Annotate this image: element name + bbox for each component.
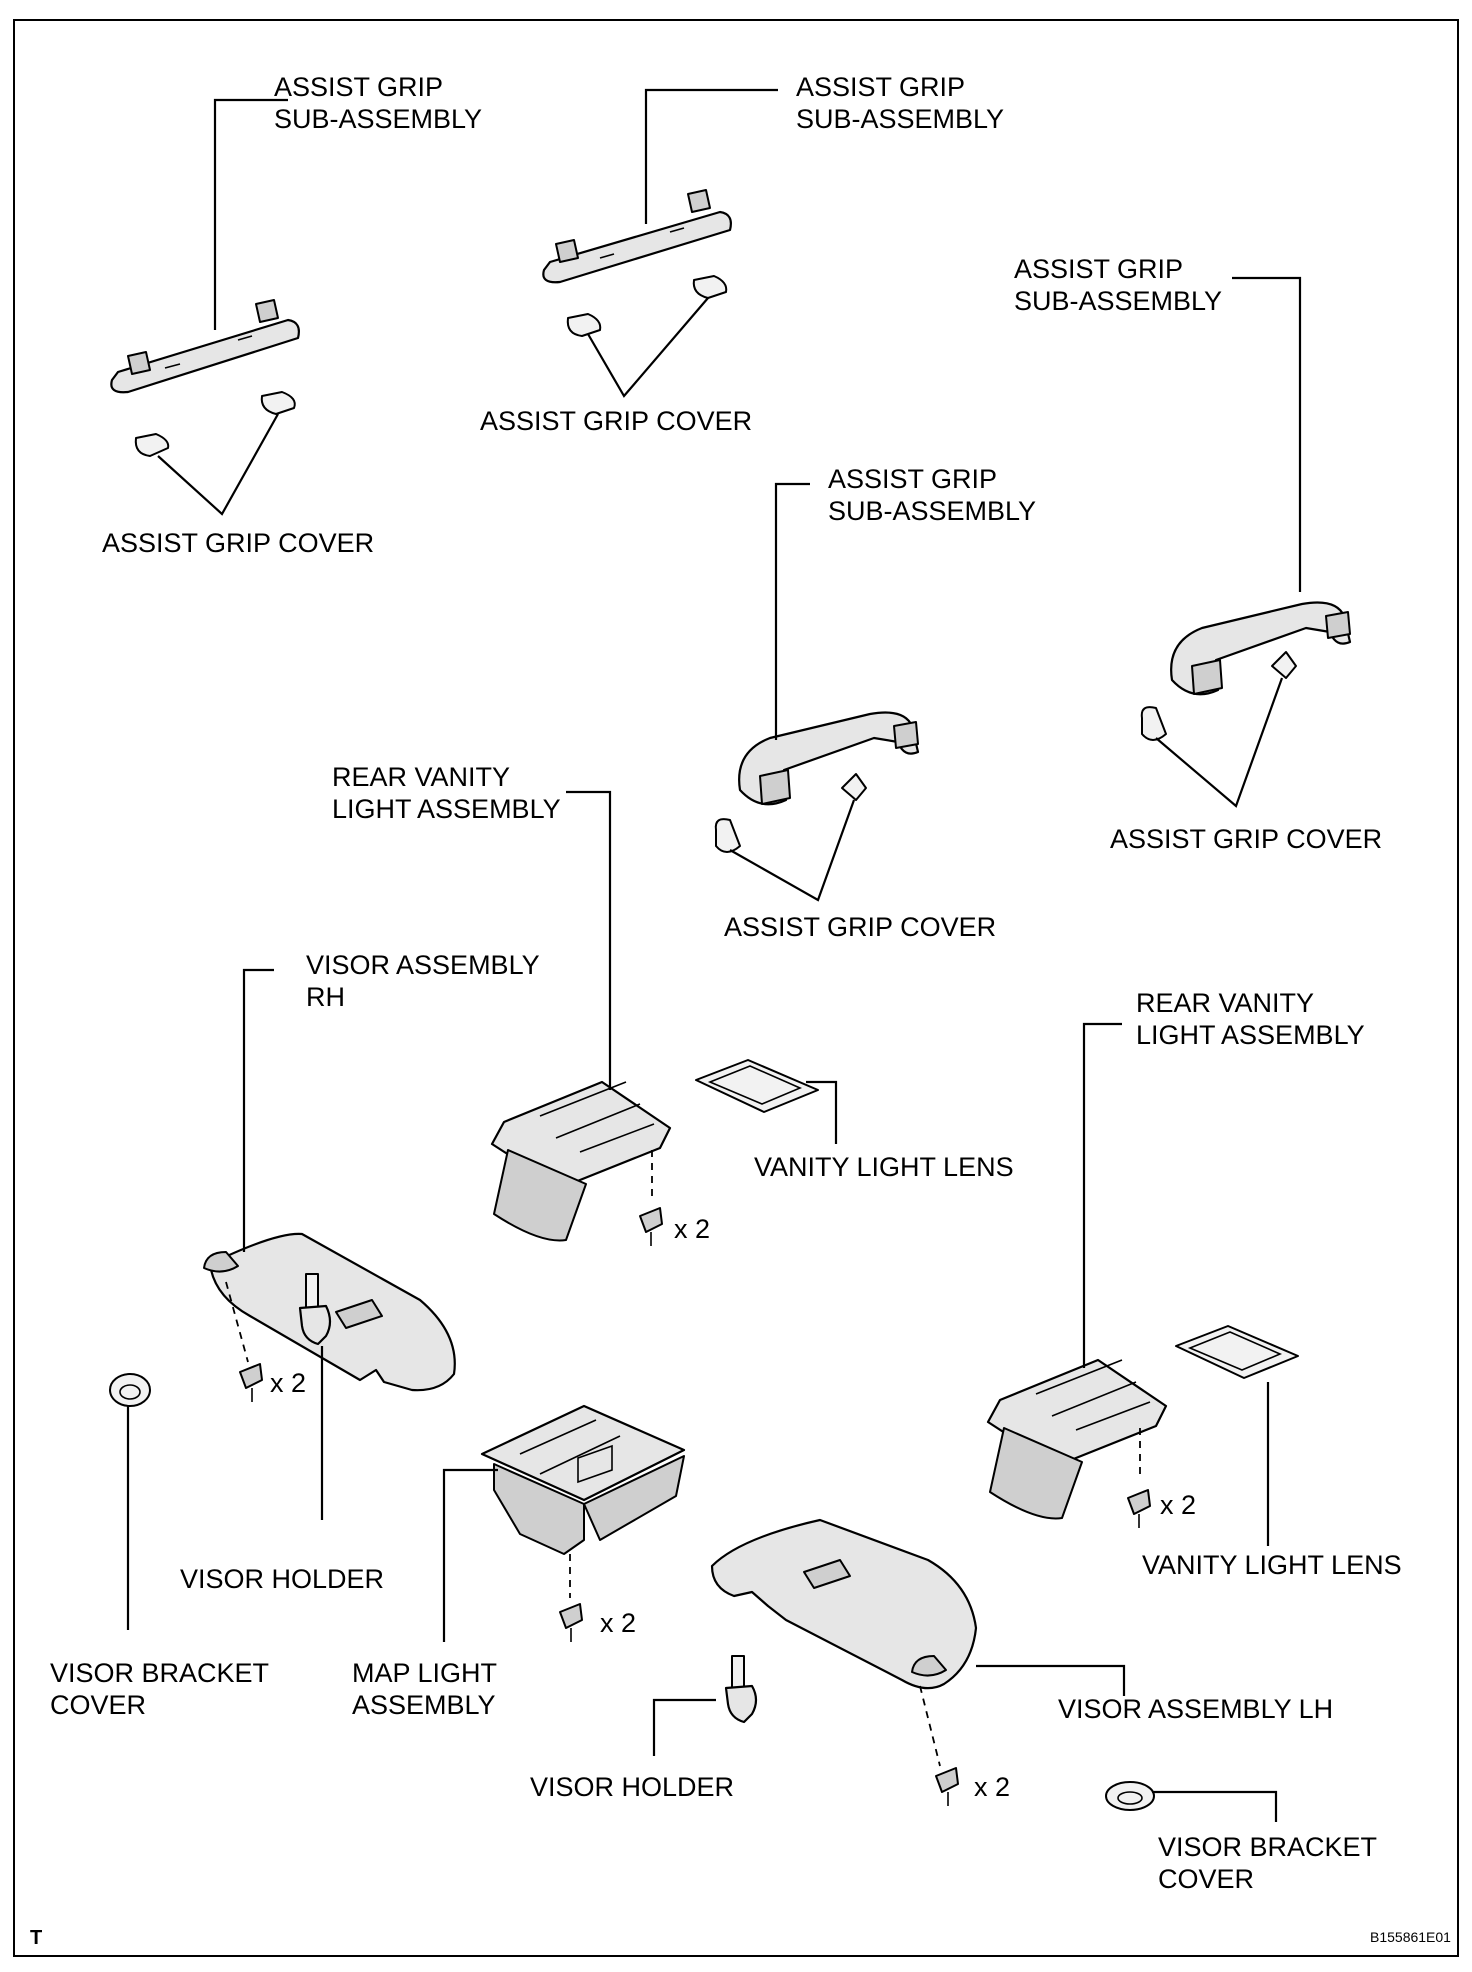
diagram-frame (13, 19, 1459, 1957)
label-visor-rh-line1: VISOR ASSEMBLY (306, 950, 540, 980)
assist-grip-4 (1170, 601, 1352, 696)
screw-map-light (559, 1603, 583, 1642)
label-rear-vanity-1-line2: LIGHT ASSEMBLY (332, 794, 561, 824)
grip3-leader (774, 482, 810, 740)
rear-vanity-light-2 (986, 1358, 1168, 1520)
assist-grip-cover-1a (134, 433, 170, 457)
assist-grip-2 (542, 189, 732, 284)
assist-grip-cover-3b (841, 773, 867, 801)
label-grip3-line1: ASSIST GRIP (828, 464, 997, 494)
label-visor-lh: VISOR ASSEMBLY LH (1058, 1694, 1333, 1724)
visor-holder-1 (298, 1273, 332, 1346)
figure-code: B155861E01 (1370, 1929, 1451, 1945)
label-visor-holder-1: VISOR HOLDER (180, 1564, 384, 1594)
label-visor-rh-line2: RH (306, 982, 345, 1012)
label-qty-map-light: x 2 (600, 1608, 636, 1638)
grip2-cover-leader (587, 297, 709, 398)
label-rear-vanity-2-line1: REAR VANITY (1136, 988, 1314, 1018)
visor-bracket-cover-2 (1105, 1781, 1155, 1811)
visor-lh-screw-axis (919, 1685, 941, 1767)
label-grip4-line1: ASSIST GRIP (1014, 254, 1183, 284)
vanity-lens-1-leader (806, 1080, 838, 1144)
visor-bracket-cover-2-leader (1152, 1790, 1278, 1822)
label-vanity-lens-2: VANITY LIGHT LENS (1142, 1550, 1402, 1580)
assist-grip-cover-4a (1140, 706, 1167, 741)
label-visor-bracket-cover-2-line1: VISOR BRACKET (1158, 1832, 1377, 1862)
label-visor-holder-2: VISOR HOLDER (530, 1772, 734, 1802)
label-grip3-cover: ASSIST GRIP COVER (724, 912, 996, 942)
label-visor-bracket-cover-2-line2: COVER (1158, 1864, 1254, 1894)
grip4-leader (1232, 276, 1302, 592)
label-rear-vanity-2-line2: LIGHT ASSEMBLY (1136, 1020, 1365, 1050)
visor-bracket-cover-1 (109, 1373, 151, 1407)
label-grip2-line2: SUB-ASSEMBLY (796, 104, 1004, 134)
grip2-leader (644, 88, 778, 224)
label-qty-visor-lh: x 2 (974, 1772, 1010, 1802)
vanity-light-lens-2 (1175, 1325, 1299, 1379)
visor-assembly-lh (710, 1518, 978, 1690)
screw-rear-vanity-2 (1127, 1489, 1151, 1528)
label-qty-rear-vanity-2: x 2 (1160, 1490, 1196, 1520)
map-light-leader (442, 1468, 498, 1642)
label-grip4-cover: ASSIST GRIP COVER (1110, 824, 1382, 854)
label-rear-vanity-1-line1: REAR VANITY (332, 762, 510, 792)
assist-grip-cover-2a (566, 313, 602, 337)
grip3-cover-leader (729, 799, 856, 902)
grip4-cover-leader (1155, 677, 1284, 808)
label-grip2-cover: ASSIST GRIP COVER (480, 406, 752, 436)
assist-grip-cover-3a (714, 818, 741, 853)
assist-grip-1 (110, 299, 300, 394)
assist-grip-cover-1b (260, 391, 296, 415)
label-grip4-line2: SUB-ASSEMBLY (1014, 286, 1222, 316)
label-grip2-line1: ASSIST GRIP (796, 72, 965, 102)
rear-vanity-2-leader (1082, 1022, 1122, 1368)
map-light-assembly (480, 1404, 686, 1555)
label-qty-visor-rh: x 2 (270, 1368, 306, 1398)
visor-holder-2-leader (652, 1698, 716, 1756)
visor-lh-leader (976, 1664, 1126, 1696)
grip1-cover-leader (157, 413, 279, 516)
visor-rh-screw-axis (225, 1281, 249, 1363)
label-qty-rear-vanity-1: x 2 (674, 1214, 710, 1244)
rear-vanity-1-leader (566, 790, 612, 1090)
screw-visor-rh (239, 1363, 263, 1402)
visor-holder-2 (724, 1655, 758, 1724)
vanity-light-lens-1 (695, 1059, 819, 1113)
rear-vanity-light-1 (490, 1080, 672, 1242)
screw-rear-vanity-1 (639, 1207, 663, 1246)
label-visor-bracket-cover-1-line1: VISOR BRACKET (50, 1658, 269, 1688)
label-map-light-line2: ASSEMBLY (352, 1690, 496, 1720)
corner-mark: T (30, 1927, 42, 1949)
label-map-light-line1: MAP LIGHT (352, 1658, 497, 1688)
assist-grip-cover-4b (1271, 651, 1297, 679)
label-grip3-line2: SUB-ASSEMBLY (828, 496, 1036, 526)
label-grip1-cover: ASSIST GRIP COVER (102, 528, 374, 558)
label-visor-bracket-cover-1-line2: COVER (50, 1690, 146, 1720)
label-grip1-line1: ASSIST GRIP (274, 72, 443, 102)
label-grip1-line2: SUB-ASSEMBLY (274, 104, 482, 134)
assist-grip-3 (738, 711, 920, 806)
visor-assembly-rh (203, 1232, 456, 1392)
screw-visor-lh (935, 1767, 959, 1806)
grip1-leader (213, 98, 288, 330)
assist-grip-cover-2b (692, 275, 728, 299)
label-vanity-lens-1: VANITY LIGHT LENS (754, 1152, 1014, 1182)
visor-rh-leader (242, 968, 274, 1252)
